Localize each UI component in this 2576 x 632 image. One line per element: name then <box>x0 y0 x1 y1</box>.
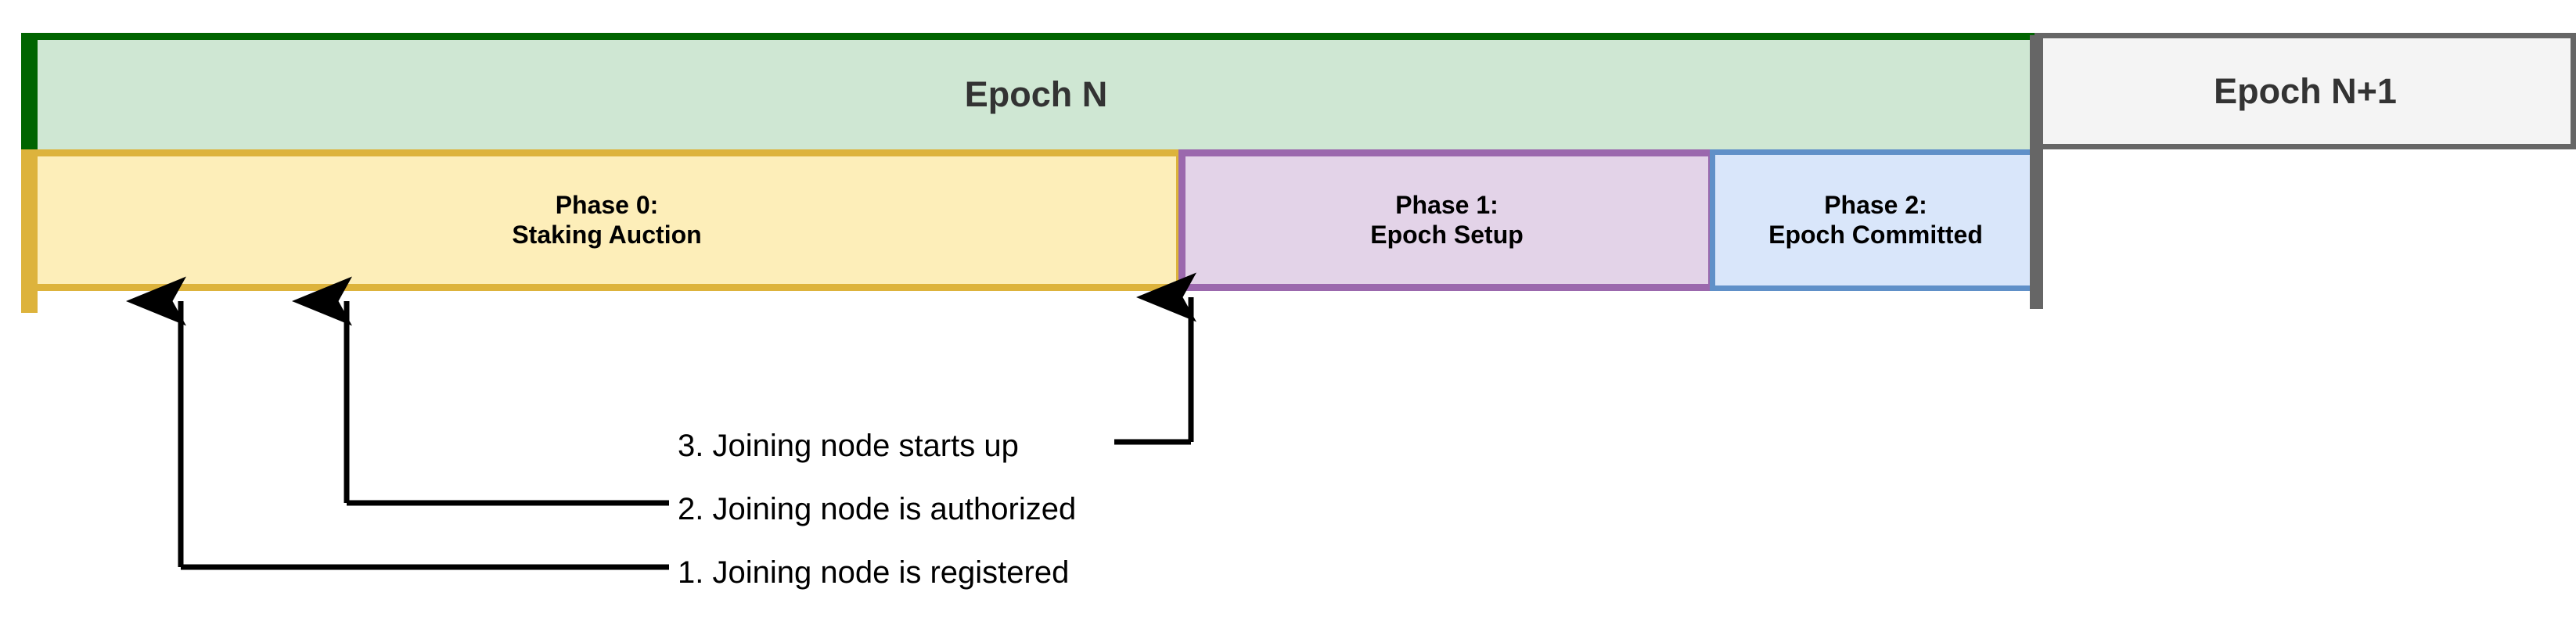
phase-0-left-edge-tick <box>21 291 38 313</box>
phase-1-title: Phase 1: <box>1395 190 1498 219</box>
annotation-label-2: 2. Joining node is authorized <box>678 492 1077 526</box>
phase-1-subtitle: Epoch Setup <box>1370 220 1524 249</box>
phase-1-text: Phase 1: Epoch Setup <box>1370 191 1524 250</box>
epoch-n-label: Epoch N <box>964 74 1108 115</box>
phase-0-text: Phase 0: Staking Auction <box>512 191 701 250</box>
epoch-boundary-divider <box>2030 35 2043 309</box>
epoch-n1-label: Epoch N+1 <box>2214 70 2397 111</box>
phase-0-box: Phase 0: Staking Auction <box>21 149 1183 291</box>
phase-2-subtitle: Epoch Committed <box>1768 220 1983 249</box>
phase-0-title: Phase 0: <box>555 190 659 219</box>
annotation-label-3: 3. Joining node starts up <box>678 429 1019 463</box>
phase-2-text: Phase 2: Epoch Committed <box>1715 191 2036 250</box>
epoch-n-box: Epoch N <box>21 33 2035 149</box>
phase-2-title: Phase 2: <box>1824 190 1927 219</box>
annotation-label-1: 1. Joining node is registered <box>678 555 1070 590</box>
phase-1-box: Phase 1: Epoch Setup <box>1178 149 1715 291</box>
epoch-n1-box: Epoch N+1 <box>2035 33 2576 149</box>
phase-0-subtitle: Staking Auction <box>512 220 702 249</box>
phase-2-box: Phase 2: Epoch Committed <box>1710 149 2042 291</box>
